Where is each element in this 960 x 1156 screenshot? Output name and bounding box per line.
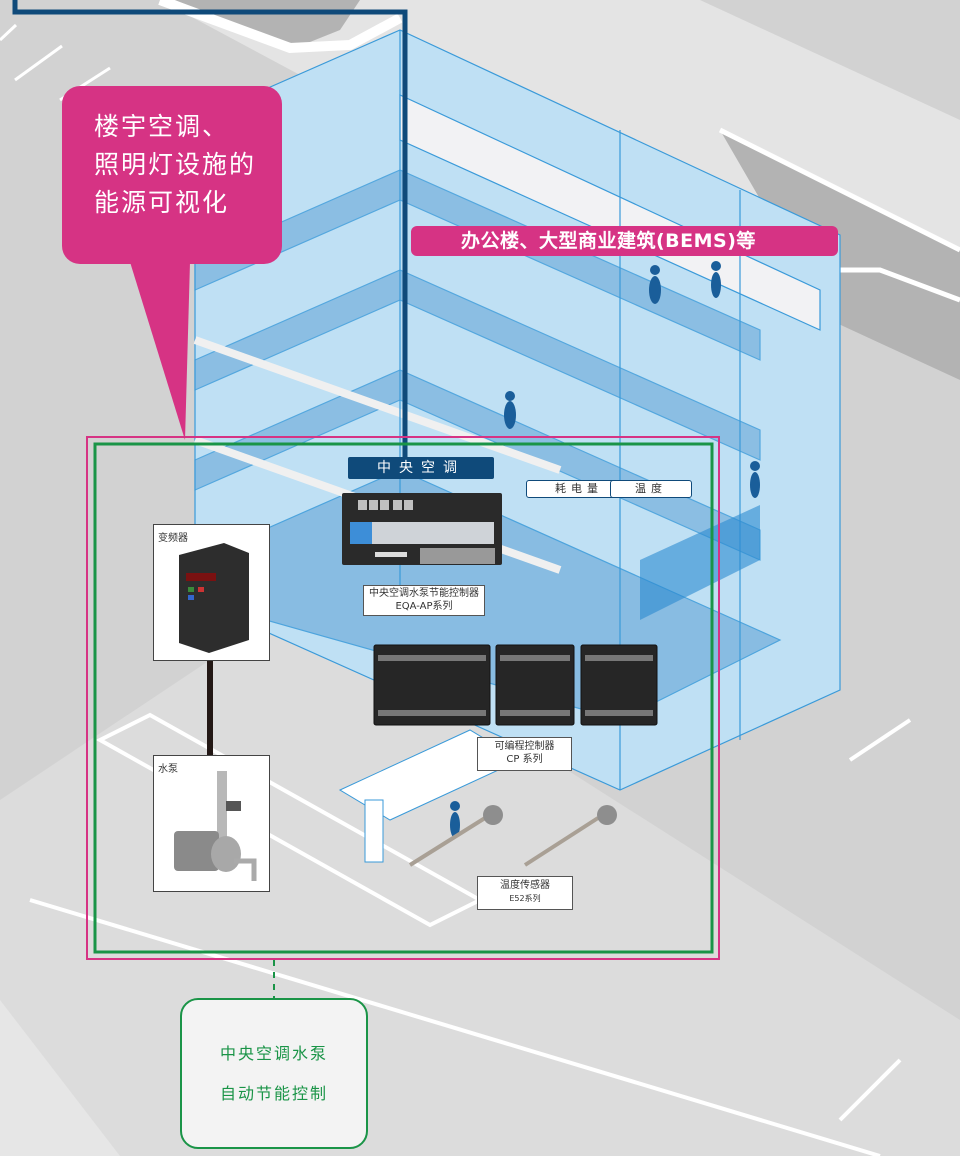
sensor-series: E52系列 [509, 894, 541, 903]
inverter-label: 变频器 [158, 533, 188, 544]
pump-image [174, 771, 257, 881]
people-silhouettes [450, 261, 760, 838]
plc-series: CP 系列 [506, 754, 543, 765]
sensor-caption: 温度传感器 E52系列 [477, 876, 573, 910]
callout-line: 楼宇空调、 [94, 112, 230, 141]
control-box-line: 自动节能控制 [219, 1084, 328, 1103]
bems-building-label: 办公楼、大型商业建筑(BEMS)等 [411, 226, 838, 256]
temperature-sensor [523, 805, 617, 867]
control-box-line: 中央空调水泵 [219, 1044, 328, 1063]
plc-unit [580, 644, 658, 726]
green-frame [93, 442, 714, 954]
pink-frame [86, 436, 720, 960]
pump-label: 水泵 [158, 764, 178, 775]
plc-unit [495, 644, 575, 726]
power-consumption-tag: 耗电量 [526, 480, 632, 498]
auto-energy-control-box: 中央空调水泵 自动节能控制 [180, 998, 368, 1149]
sensor-name: 温度传感器 [500, 880, 550, 891]
controller-series: EQA-AP系列 [395, 601, 453, 612]
plc-unit [373, 644, 491, 726]
plc-name: 可编程控制器 [494, 741, 555, 752]
controller-name: 中央空调水泵节能控制器 [369, 588, 479, 599]
monitor-wall [640, 505, 760, 620]
controller-caption: 中央空调水泵节能控制器 EQA-AP系列 [363, 585, 485, 616]
callout-line: 照明灯设施的 [94, 150, 257, 179]
temperature-sensor [408, 805, 503, 867]
inverter-card: 变频器 [153, 524, 270, 661]
energy-visualization-callout: 楼宇空调、 照明灯设施的 能源可视化 [62, 86, 282, 264]
central-ac-label: 中央空调 [348, 457, 494, 479]
inverter-image [179, 543, 249, 653]
callout-line: 能源可视化 [94, 188, 230, 217]
plc-caption: 可编程控制器 CP 系列 [477, 737, 572, 771]
temperature-tag: 温度 [610, 480, 692, 498]
pump-card: 水泵 [153, 755, 270, 892]
